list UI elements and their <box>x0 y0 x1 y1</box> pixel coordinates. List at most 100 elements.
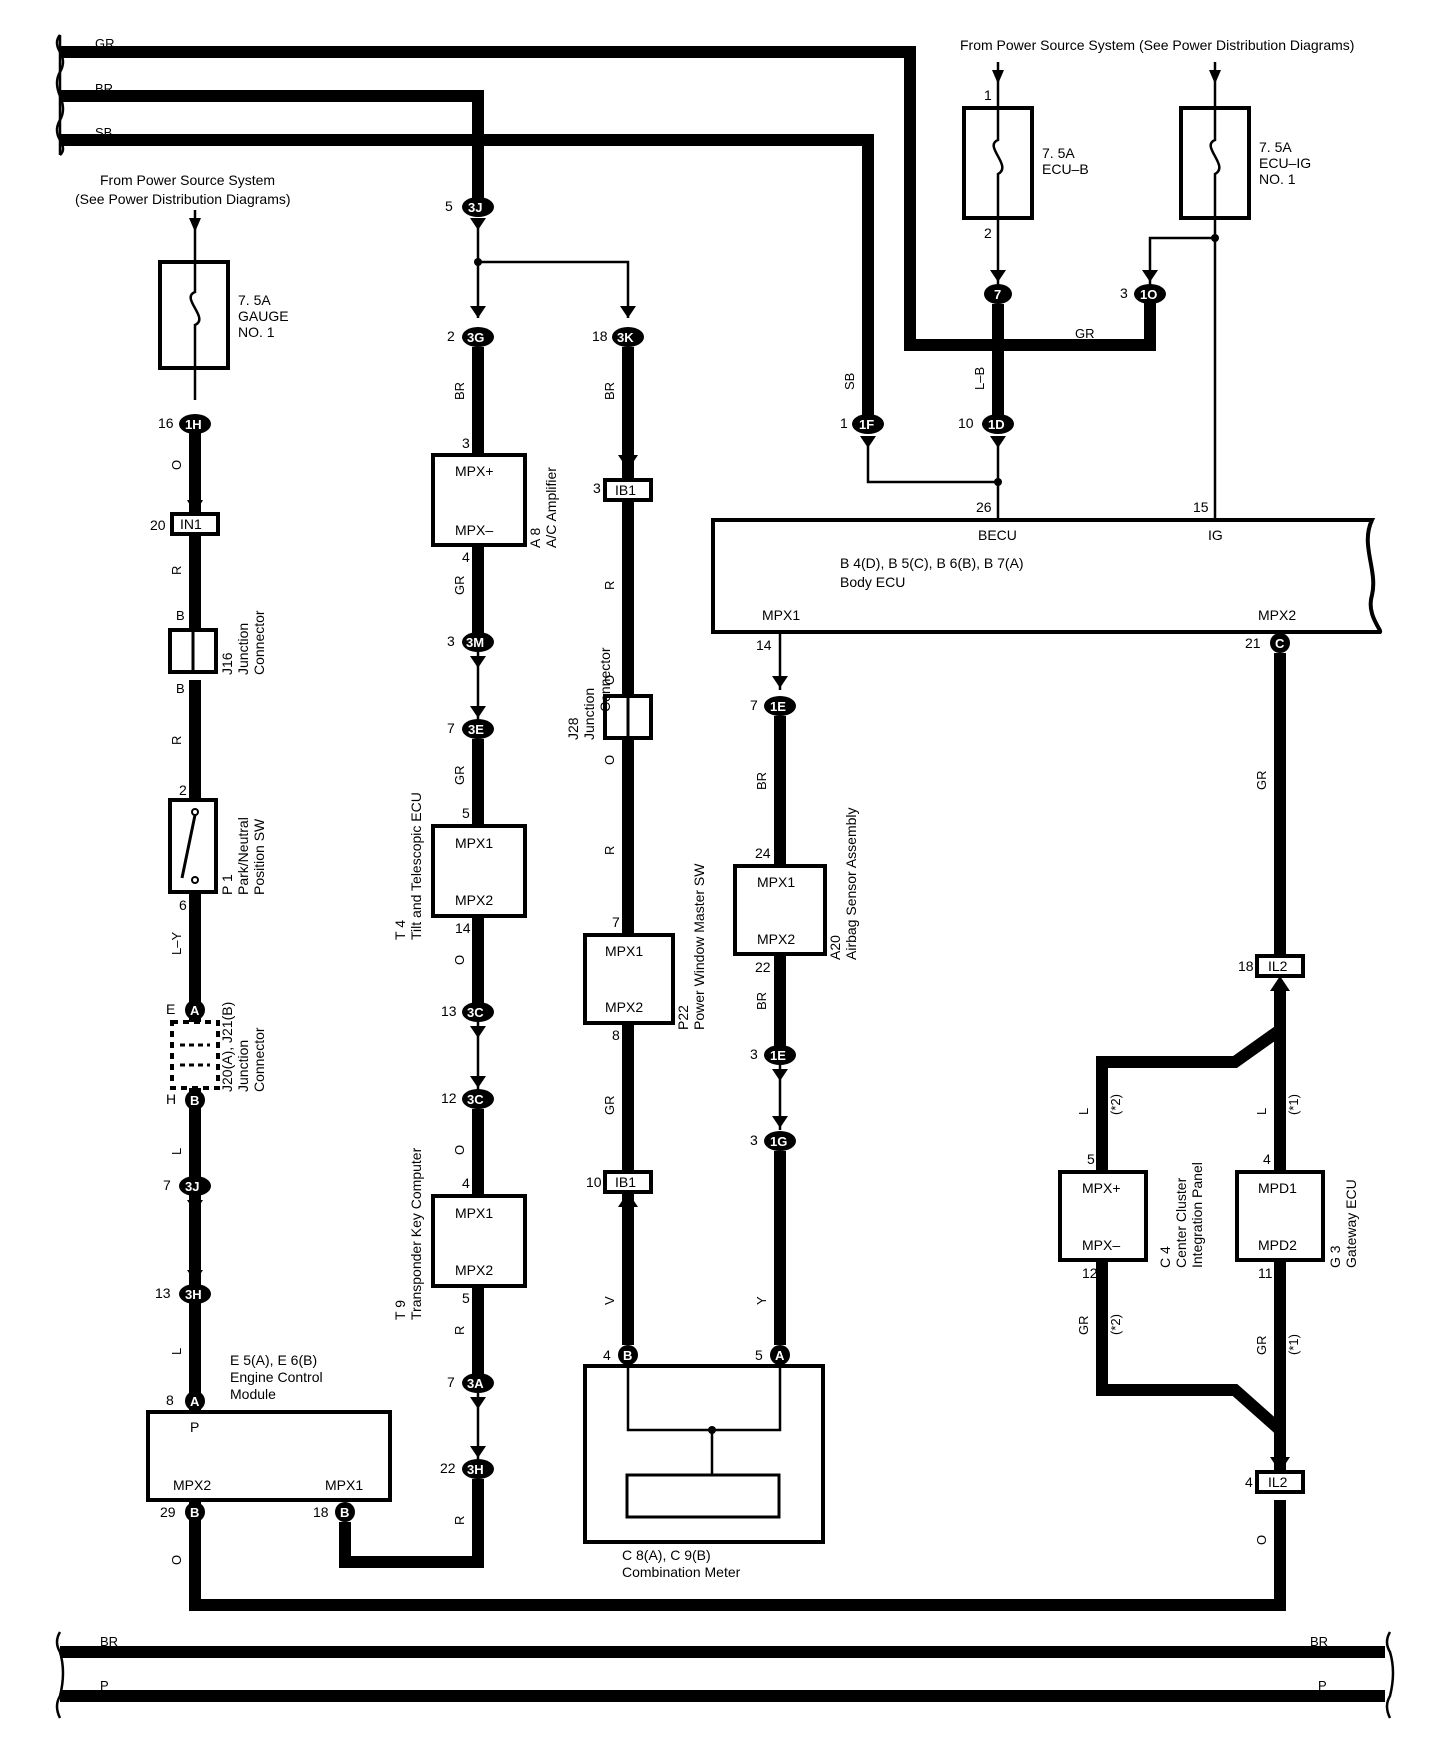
wire-color: R <box>452 1326 467 1335</box>
t4-name: Tilt and Telescopic ECU <box>408 792 424 940</box>
pin-label: 3 <box>462 435 470 451</box>
connector-7 <box>984 284 1012 304</box>
wire-color: L–Y <box>169 932 184 955</box>
c4-name: Center Cluster <box>1173 1177 1189 1268</box>
wire-color: GR <box>602 1096 617 1116</box>
wire-note: (*2) <box>1108 1094 1123 1115</box>
connector-1e <box>764 696 796 716</box>
connector-label: B <box>190 1505 199 1520</box>
wire-color: GR <box>1075 326 1095 341</box>
j28-id: J28 <box>565 717 581 740</box>
wire-color: R <box>169 736 184 745</box>
connector-label: IB1 <box>615 1174 636 1190</box>
connector-1g <box>764 1131 796 1151</box>
fuse-ecuig-name: ECU–IG <box>1259 155 1311 171</box>
fuse-ecub-element <box>992 108 1004 218</box>
connector-label: 3J <box>185 1179 199 1194</box>
t9-id: T 9 <box>392 1300 408 1320</box>
pin-label: 13 <box>441 1003 457 1019</box>
fuse-ecuig-element <box>1209 108 1221 218</box>
pin-label: 10 <box>586 1174 602 1190</box>
wire-color: O <box>452 955 467 965</box>
pin-label: 29 <box>160 1504 176 1520</box>
connector-label: 1E <box>770 1048 786 1063</box>
pin-label: 20 <box>150 517 166 533</box>
wire-color: R <box>602 846 617 855</box>
wire-color: L <box>169 1148 184 1155</box>
a20-name: Airbag Sensor Assembly <box>843 807 859 960</box>
connector-b <box>185 1502 205 1522</box>
connector-3g <box>462 327 494 347</box>
c4-name2: Integration Panel <box>1189 1162 1205 1268</box>
t9-mpx2: MPX2 <box>455 1262 493 1278</box>
a20-mpx1: MPX1 <box>757 874 795 890</box>
pin-label: 4 <box>1263 1151 1271 1167</box>
t4-tilt-telescopic-ecu <box>431 824 527 918</box>
connector-il2 <box>1255 1470 1305 1494</box>
bottom-bus-lines <box>55 1631 1395 1719</box>
connector-label: 3H <box>185 1287 202 1302</box>
g3-gateway-ecu <box>1235 1170 1325 1262</box>
ecm-pin-p: P <box>190 1419 199 1435</box>
body-ecu <box>711 518 1383 634</box>
wire-color: O <box>602 675 617 685</box>
fuse-gauge-rating: 7. 5A <box>238 292 271 308</box>
wire-color: BR <box>754 992 769 1010</box>
engine-control-module <box>146 1410 392 1502</box>
connector-1o <box>1134 284 1166 304</box>
pin-label: 2 <box>447 328 455 344</box>
p22-name: Power Window Master SW <box>691 863 707 1030</box>
wire-color: O <box>169 460 184 470</box>
connector-label: IN1 <box>180 516 202 532</box>
arrow-icon <box>187 1270 203 1282</box>
wire-color: GR <box>1254 771 1269 791</box>
fuse-ecuig-rating: 7. 5A <box>1259 139 1292 155</box>
arrow-icon <box>470 1446 486 1458</box>
j16-name2: Connector <box>251 610 267 675</box>
pin-label: 5 <box>445 198 453 214</box>
connector-label: A <box>190 1003 200 1018</box>
connector-1f <box>852 414 884 434</box>
ecm-name: Engine Control <box>230 1369 323 1385</box>
pin-label: 7 <box>447 720 455 736</box>
pin-label: E <box>166 1001 175 1017</box>
connector-label: 3C <box>467 1005 484 1020</box>
pin-label: 3 <box>447 633 455 649</box>
t9-name: Transponder Key Computer <box>408 1147 424 1320</box>
fuse-gauge-element <box>189 262 201 368</box>
pin-label: 1 <box>984 87 992 103</box>
arrow-icon <box>990 436 1006 448</box>
a8-name: A/C Amplifier <box>543 467 559 548</box>
arrow-icon <box>1142 270 1158 282</box>
body-ecu-mpx1: MPX1 <box>762 607 800 623</box>
ecm-pin-mpx1: MPX1 <box>325 1477 363 1493</box>
p1-name2: Position SW <box>251 818 267 895</box>
j28-name2: Connector <box>597 647 613 712</box>
connector-1h <box>179 414 211 434</box>
connector-label: 1G <box>770 1134 787 1149</box>
arrow-icon <box>470 218 486 230</box>
combo-meter-id: C 8(A), C 9(B) <box>622 1547 711 1563</box>
connector-label: 1D <box>988 417 1005 432</box>
connector-label: 1H <box>185 417 202 432</box>
wire-color: O <box>1254 1535 1269 1545</box>
j16-name: Junction <box>235 623 251 675</box>
connector-label: IL2 <box>1268 1474 1288 1490</box>
right-power-source: From Power Source System (See Power Dist… <box>960 37 1354 53</box>
pin-label: 1 <box>840 415 848 431</box>
g3-mpd2: MPD2 <box>1258 1237 1297 1253</box>
pin-label: 14 <box>756 637 772 653</box>
a8-mpx-plus: MPX+ <box>455 463 494 479</box>
arrow-icon <box>470 306 486 318</box>
arrow-icon <box>772 676 788 688</box>
bottom-bus-color-p-left: P <box>100 1678 109 1693</box>
wire-color: R <box>169 566 184 575</box>
fuse-gauge-number: NO. 1 <box>238 324 275 340</box>
connector-3e <box>462 719 494 739</box>
connector-label: B <box>623 1348 632 1363</box>
wire-color: L <box>169 1348 184 1355</box>
pin-label: 18 <box>592 328 608 344</box>
g3-name: Gateway ECU <box>1343 1179 1359 1268</box>
a20-mpx2: MPX2 <box>757 931 795 947</box>
fuse-gauge-name: GAUGE <box>238 308 289 324</box>
